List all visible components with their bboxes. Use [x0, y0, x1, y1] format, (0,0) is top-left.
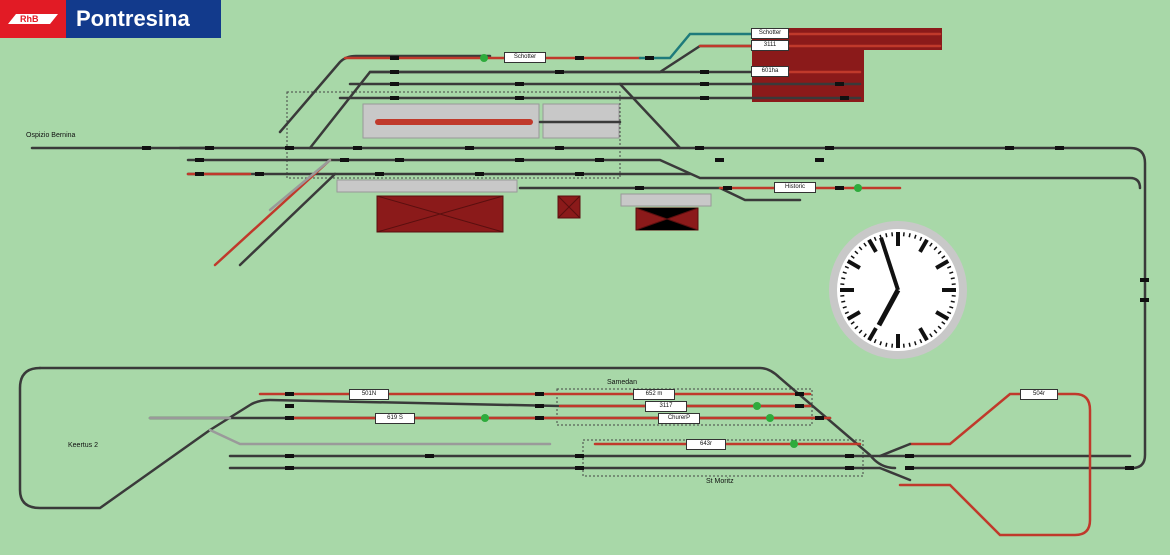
track-signal[interactable] [1140, 298, 1149, 302]
station-label-stmoritz: St Moritz [706, 478, 734, 485]
track-signal[interactable] [595, 158, 604, 162]
clock-tick [909, 343, 910, 347]
track-signal[interactable] [285, 392, 294, 396]
track-signal[interactable] [835, 186, 844, 190]
track-signal[interactable] [353, 146, 362, 150]
train-tag-3111[interactable]: 3111 [751, 40, 789, 51]
train-tag-historic[interactable]: Historic [774, 182, 816, 193]
train-tag-schotter-yard[interactable]: Schotter [751, 28, 789, 39]
track-signal[interactable] [390, 56, 399, 60]
track-signal[interactable] [575, 454, 584, 458]
track-signal[interactable] [255, 172, 264, 176]
track-signal[interactable] [375, 172, 384, 176]
track-signal[interactable] [425, 454, 434, 458]
track-signal[interactable] [285, 146, 294, 150]
clock-tick [909, 233, 910, 237]
track-signal[interactable] [390, 96, 399, 100]
proceed-signal[interactable] [766, 414, 774, 422]
rhb-logo-icon: RhB [0, 0, 66, 38]
train-tag-schotter-top[interactable]: Schotter [504, 52, 546, 63]
clock-tick [841, 278, 845, 279]
track-signal[interactable] [205, 146, 214, 150]
track-signal[interactable] [905, 466, 914, 470]
track-signal[interactable] [142, 146, 151, 150]
track-signal[interactable] [475, 172, 484, 176]
track-signal[interactable] [700, 70, 709, 74]
track-signal[interactable] [840, 96, 849, 100]
track-signal[interactable] [815, 158, 824, 162]
track-signal[interactable] [285, 404, 294, 408]
clock-tick [886, 233, 887, 237]
track-signal[interactable] [340, 158, 349, 162]
track-signal[interactable] [815, 416, 824, 420]
train-tag-504r[interactable]: 504r [1020, 389, 1058, 400]
page-title: Pontresina [66, 0, 221, 38]
track-signal[interactable] [515, 96, 524, 100]
track-signal[interactable] [825, 146, 834, 150]
train-tag-652m[interactable]: 652 m [633, 389, 675, 400]
track-signal[interactable] [905, 454, 914, 458]
platform-4 [621, 194, 711, 206]
track-signal[interactable] [700, 96, 709, 100]
track-signal[interactable] [795, 392, 804, 396]
track-signal[interactable] [555, 146, 564, 150]
track-signal[interactable] [1055, 146, 1064, 150]
track-signal[interactable] [285, 416, 294, 420]
proceed-signal[interactable] [753, 402, 761, 410]
track-signal[interactable] [715, 158, 724, 162]
track-signal[interactable] [515, 158, 524, 162]
track-signal[interactable] [515, 82, 524, 86]
svg-text:RhB: RhB [20, 14, 39, 24]
station-label-samedan: Samedan [607, 379, 637, 386]
track-signal[interactable] [1005, 146, 1014, 150]
track-signal[interactable] [635, 186, 644, 190]
train-tag-643r[interactable]: 643r [686, 439, 726, 450]
track-signal[interactable] [845, 454, 854, 458]
clock-tick [841, 301, 845, 302]
train-tag-619s[interactable]: 619 S [375, 413, 415, 424]
track-signal[interactable] [723, 186, 732, 190]
track-signal[interactable] [465, 146, 474, 150]
track-signal[interactable] [285, 454, 294, 458]
clock-tick [886, 343, 887, 347]
rhb-logo: RhB [0, 0, 66, 38]
track-signal[interactable] [835, 82, 844, 86]
station-label-keertus: Keertus 2 [68, 442, 98, 449]
train-tag-3117[interactable]: 3117 [645, 401, 687, 412]
track-signal[interactable] [1140, 278, 1149, 282]
clock-tick [951, 301, 955, 302]
track-signal[interactable] [390, 70, 399, 74]
track-signal[interactable] [535, 416, 544, 420]
track-signal[interactable] [195, 172, 204, 176]
station-clock [828, 220, 968, 360]
train-tag-501n[interactable]: 501N [349, 389, 389, 400]
clock-tick [951, 278, 955, 279]
proceed-signal[interactable] [854, 184, 862, 192]
track-signal[interactable] [695, 146, 704, 150]
train-tag-churerp[interactable]: ChurerP [658, 413, 700, 424]
track-signal[interactable] [1125, 466, 1134, 470]
platform-3 [337, 180, 517, 192]
train-tag-601ha[interactable]: 601ha [751, 66, 789, 77]
proceed-signal[interactable] [480, 54, 488, 62]
track-signal[interactable] [395, 158, 404, 162]
track-signal[interactable] [645, 56, 654, 60]
proceed-signal[interactable] [790, 440, 798, 448]
proceed-signal[interactable] [481, 414, 489, 422]
track-signal[interactable] [795, 404, 804, 408]
track-signal[interactable] [285, 466, 294, 470]
track-signal[interactable] [535, 392, 544, 396]
track-signal[interactable] [575, 56, 584, 60]
track-signal[interactable] [535, 404, 544, 408]
track-signal[interactable] [575, 466, 584, 470]
track-signal[interactable] [700, 82, 709, 86]
track-signal[interactable] [390, 82, 399, 86]
station-label-ospizio: Ospizio Bernina [26, 132, 75, 139]
track-signal[interactable] [575, 172, 584, 176]
track-signal[interactable] [845, 466, 854, 470]
track-signal[interactable] [555, 70, 564, 74]
track-signal[interactable] [195, 158, 204, 162]
